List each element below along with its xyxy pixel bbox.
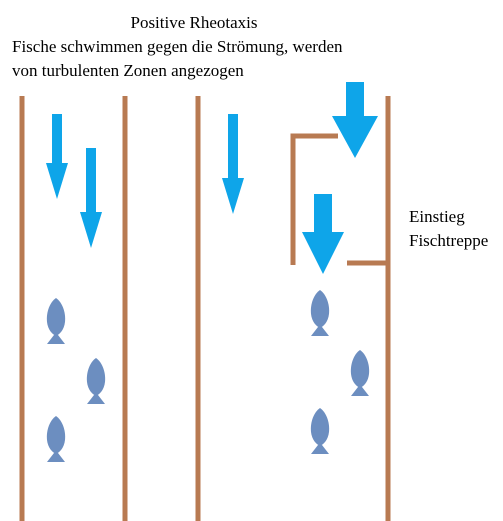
fish-icon — [46, 416, 66, 462]
label-fischtreppe: Fischtreppe — [409, 231, 489, 250]
fish-icon — [350, 350, 370, 396]
label-einstieg: Einstieg — [409, 207, 465, 226]
flow-arrow-icon — [302, 194, 344, 274]
diagram-title: Positive Rheotaxis — [130, 13, 258, 32]
fish-ladder-wall — [290, 133, 338, 265]
flow-arrow-icon — [222, 114, 244, 214]
fish-icon — [310, 408, 330, 454]
flow-arrow-icon — [80, 148, 102, 248]
description-line-2: von turbulenten Zonen angezogen — [12, 61, 244, 80]
fish-icon — [86, 358, 106, 404]
description-line-1: Fische schwimmen gegen die Strömung, wer… — [12, 37, 343, 56]
flow-arrow-icon — [332, 82, 378, 158]
flow-arrow-icon — [46, 114, 68, 199]
fish-icon — [310, 290, 330, 336]
fish-icon — [46, 298, 66, 344]
